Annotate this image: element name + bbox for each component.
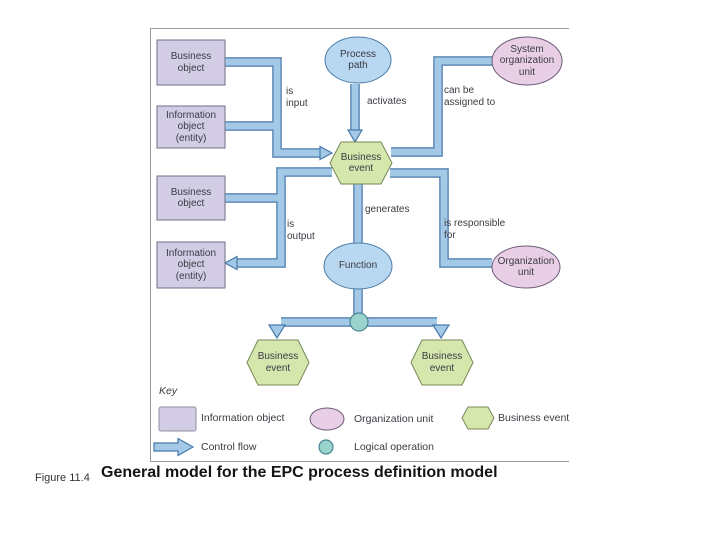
business-event-right-shape <box>410 339 474 386</box>
edge-is-input <box>225 57 320 158</box>
key-organization-unit-swatch <box>309 407 345 431</box>
information-object-top-shape <box>156 105 226 149</box>
key-label-organization-unit: Organization unit <box>354 413 434 425</box>
key-information-object-swatch <box>158 406 197 432</box>
figure-panel <box>150 28 569 462</box>
arrowhead-to-right-event <box>431 324 451 340</box>
function-shape <box>323 242 393 290</box>
edge-can-be-assigned-to-fill <box>391 57 492 156</box>
key-business-event-swatch <box>461 406 495 430</box>
organization-unit-shape <box>491 245 561 289</box>
figure-number: Figure 11.4 <box>35 472 90 484</box>
key-label-information-object: Information object <box>201 412 285 424</box>
key-label-control-flow: Control flow <box>201 441 257 453</box>
business-event-left-shape <box>246 339 310 386</box>
edge-is-input-fill <box>225 58 320 157</box>
system-organization-unit-shape <box>491 36 563 86</box>
arrowheads <box>223 129 451 340</box>
business-object-mid-shape <box>156 175 226 221</box>
business-object-top-shape <box>156 39 226 86</box>
process-path-shape <box>324 36 392 84</box>
key-label-logical-operation: Logical operation <box>354 441 434 453</box>
arrowhead-activates <box>346 129 364 144</box>
arrowhead-is-output <box>223 255 238 271</box>
information-object-mid-shape <box>156 241 226 289</box>
edge-is-output-fill <box>237 168 332 267</box>
figure-caption: General model for the EPC process defini… <box>101 464 498 481</box>
logical-operation-node <box>349 312 369 332</box>
arrowhead-is-input <box>319 145 334 161</box>
key-title: Key <box>159 385 178 397</box>
edge-is-responsible-for-fill <box>390 169 492 267</box>
arrowhead-to-left-event <box>267 324 287 340</box>
business-event-main-shape <box>329 141 393 185</box>
key-control-flow-arrow <box>153 437 195 457</box>
key-logical-operation-swatch <box>318 439 334 455</box>
key-label-business-event: Business event <box>498 412 570 424</box>
control-flow-fills <box>225 57 492 326</box>
